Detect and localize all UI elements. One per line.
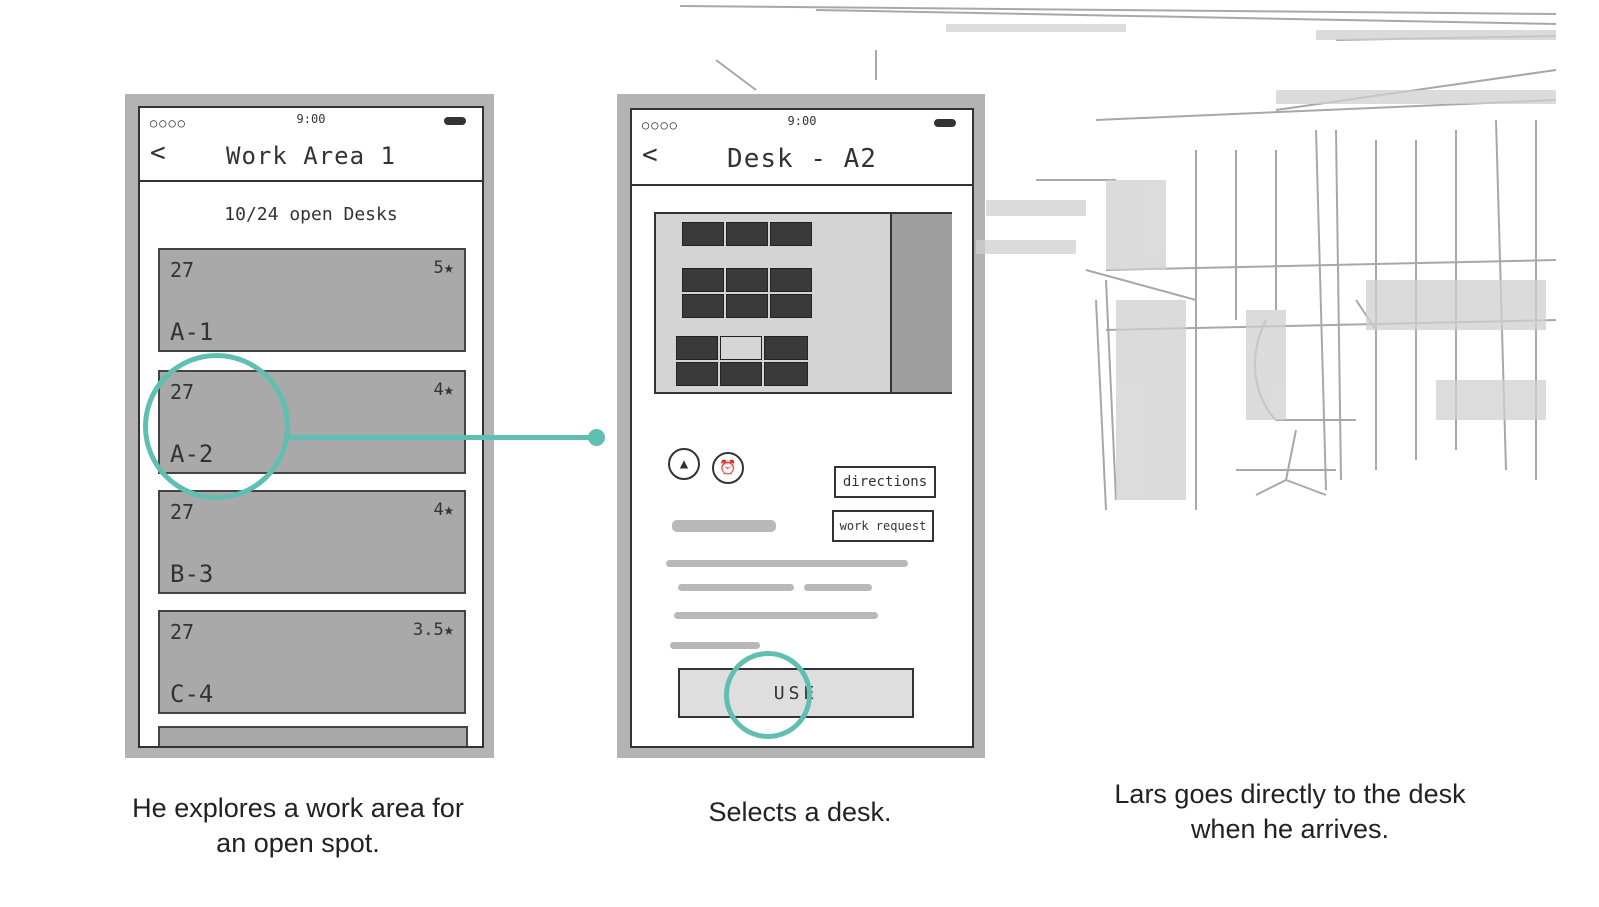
map-side-panel: [890, 214, 952, 392]
desk-block: [676, 362, 718, 386]
desk-card-a1[interactable]: 27 5★ A-1: [158, 248, 466, 352]
desk-rating: 3.5★: [413, 620, 454, 640]
placeholder-text-line: [672, 520, 776, 532]
desk-number: 27: [170, 258, 195, 282]
desk-rating: 5★: [433, 258, 454, 278]
status-time: 9:00: [787, 114, 817, 128]
desk-block: [764, 362, 808, 386]
desk-block: [764, 336, 808, 360]
placeholder-text-line: [670, 642, 760, 649]
placeholder-text-line: [804, 584, 872, 591]
desk-rating: 4★: [433, 380, 454, 400]
desk-block: [770, 294, 812, 318]
alarm-icon[interactable]: ⏰: [712, 452, 744, 484]
nav-bar: < Desk - A2: [632, 136, 972, 186]
phone-screen-desk: ○○○○ 9:00 < Desk - A2 ▲ ⏰ directions wor…: [630, 108, 974, 748]
floor-map[interactable]: [654, 212, 952, 394]
caption-select: Selects a desk.: [708, 797, 892, 827]
caption-explore: He explores a work area for an open spot…: [132, 793, 464, 858]
status-bar: ○○○○ 9:00: [140, 108, 482, 134]
desk-block: [720, 362, 762, 386]
desk-block: [682, 294, 724, 318]
caption-arrive: Lars goes directly to the desk when he a…: [1114, 779, 1466, 844]
speaker-icon[interactable]: ▲: [668, 448, 700, 480]
desk-block: [770, 268, 812, 292]
desk-code: C-4: [170, 680, 214, 708]
signal-dots: ○○○○: [642, 118, 679, 132]
desk-block: [726, 294, 768, 318]
highlight-circle-use: [724, 651, 812, 739]
status-bar: ○○○○ 9:00: [632, 110, 972, 136]
desk-block: [726, 268, 768, 292]
desk-code: A-1: [170, 318, 214, 346]
connector-line: [288, 435, 596, 440]
page-title: Work Area 1: [226, 142, 396, 170]
selected-desk-block[interactable]: [720, 336, 762, 360]
desk-number: 27: [170, 500, 195, 524]
status-time: 9:00: [296, 112, 326, 126]
directions-button[interactable]: directions: [834, 466, 936, 498]
battery-icon: [934, 119, 956, 127]
office-sketch-illustration: [679, 5, 1557, 511]
desk-block: [682, 222, 724, 246]
desk-block: [726, 222, 768, 246]
placeholder-text-line: [666, 560, 908, 567]
back-chevron-icon[interactable]: <: [642, 140, 658, 170]
desk-number: 27: [170, 620, 195, 644]
page-title: Desk - A2: [727, 144, 877, 174]
desk-block: [676, 336, 718, 360]
desk-rating: 4★: [433, 500, 454, 520]
placeholder-text-line: [674, 612, 878, 619]
desk-card-partial[interactable]: [158, 726, 468, 746]
nav-bar: < Work Area 1: [140, 134, 482, 182]
open-desks-count: 10/24 open Desks: [224, 204, 398, 225]
desk-code: B-3: [170, 560, 214, 588]
desk-card-c4[interactable]: 27 3.5★ C-4: [158, 610, 466, 714]
battery-icon: [444, 117, 466, 125]
desk-block: [682, 268, 724, 292]
desk-card-b3[interactable]: 27 4★ B-3: [158, 490, 466, 594]
connector-dot: [588, 429, 605, 446]
placeholder-text-line: [678, 584, 794, 591]
back-chevron-icon[interactable]: <: [150, 138, 166, 168]
signal-dots: ○○○○: [150, 116, 187, 130]
work-request-button[interactable]: work request: [832, 510, 934, 542]
highlight-circle-a2: [143, 353, 290, 500]
desk-block: [770, 222, 812, 246]
